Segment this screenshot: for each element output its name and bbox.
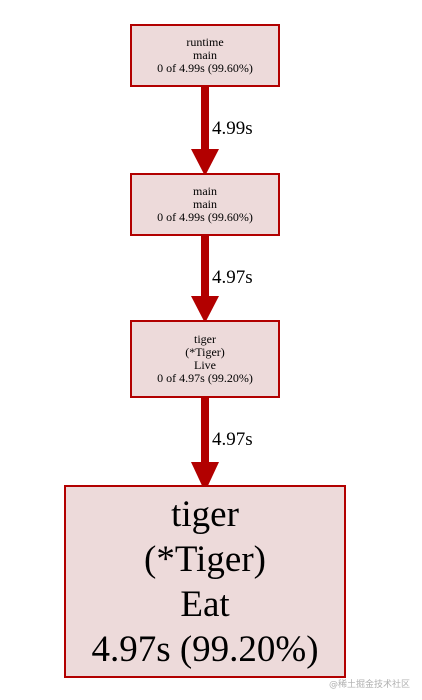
edge-arrowhead: [191, 462, 219, 492]
node-main-main[interactable]: main main 0 of 4.99s (99.60%): [130, 173, 280, 236]
node-function: Live: [194, 358, 216, 372]
edge-main-main-to-tiger-live: [191, 236, 219, 323]
edge-label: 4.97s: [212, 429, 253, 450]
node-package: tiger: [171, 493, 239, 535]
node-package: runtime: [186, 35, 224, 49]
node-runtime-main[interactable]: runtime main 0 of 4.99s (99.60%): [130, 24, 280, 87]
node-cost: 0 of 4.97s (99.20%): [157, 371, 253, 385]
node-cost: 0 of 4.99s (99.60%): [157, 210, 253, 224]
edge-arrowhead: [191, 149, 219, 176]
node-package: main: [193, 184, 217, 198]
node-tiger-eat[interactable]: tiger (*Tiger) Eat 4.97s (99.20%): [64, 485, 346, 678]
node-receiver: (*Tiger): [144, 538, 266, 580]
watermark: @稀土掘金技术社区: [328, 680, 410, 690]
edge-label: 4.99s: [212, 118, 253, 139]
edge-runtime-main-to-main-main: [191, 87, 219, 176]
edge-tiger-live-to-tiger-eat: [191, 398, 219, 492]
edge-arrowhead: [191, 296, 219, 323]
node-function: main: [193, 48, 217, 62]
node-package: tiger: [194, 332, 216, 346]
edge-label: 4.97s: [212, 267, 253, 288]
node-cost: 4.97s (99.20%): [91, 628, 319, 670]
node-receiver: (*Tiger): [185, 345, 225, 359]
node-function: Eat: [180, 583, 230, 625]
node-cost: 0 of 4.99s (99.60%): [157, 61, 253, 75]
node-function: main: [193, 197, 217, 211]
node-tiger-live[interactable]: tiger (*Tiger) Live 0 of 4.97s (99.20%): [130, 320, 280, 398]
